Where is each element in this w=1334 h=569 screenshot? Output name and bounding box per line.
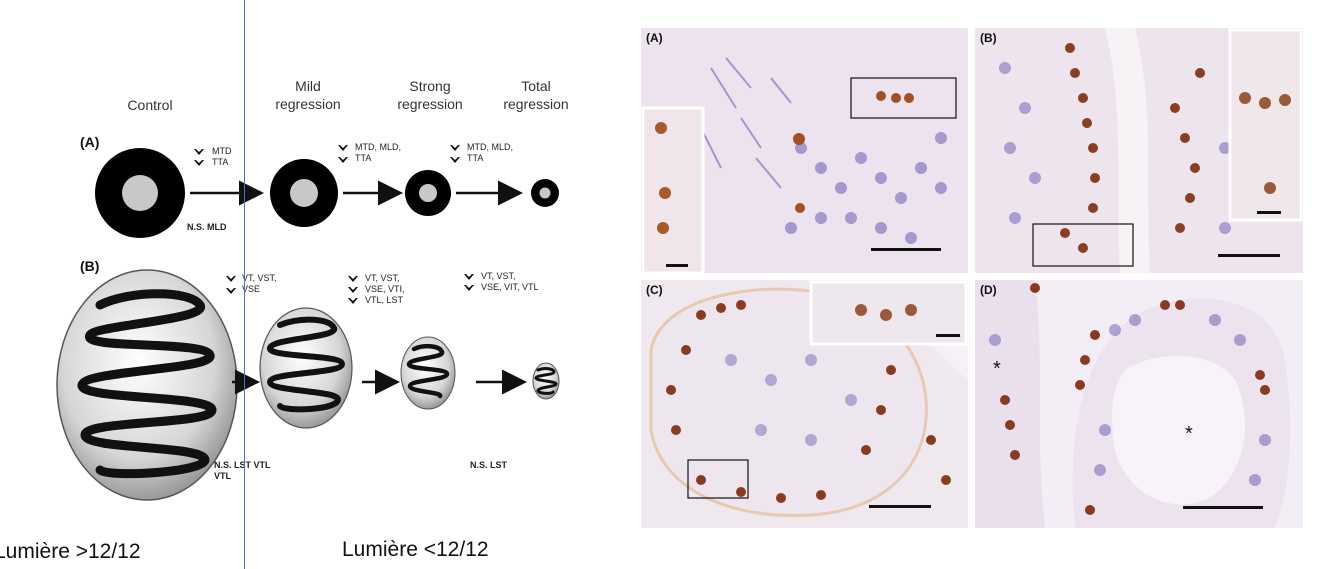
row-b-label-3: VT, VST, VSE, VIT, VTL — [481, 271, 539, 293]
row-b-ns-left: N.S. LST VTL VTL — [214, 460, 271, 482]
row-b-ns-right: N.S. LST — [470, 460, 507, 471]
divider-line — [244, 0, 245, 569]
row-b-label-2: VT, VST, VSE, VTI, VTL, LST — [365, 273, 405, 306]
oval-strong — [401, 337, 455, 409]
row-b-label-1: VT, VST, VSE — [242, 273, 277, 295]
caption-light-short: Lumière <12/12 — [342, 538, 489, 562]
caption-light-long: Lumière >12/12 — [0, 540, 141, 564]
micrograph-d: * * (D) — [975, 280, 1303, 528]
row-a-graphic — [0, 0, 640, 569]
oval-mild — [260, 308, 352, 428]
row-a-label-1: MTD TTA — [212, 146, 232, 168]
micrograph-c: (C) — [641, 280, 968, 528]
svg-text:*: * — [993, 358, 1001, 380]
micrograph-c-label: (C) — [646, 283, 663, 297]
oval-total — [533, 363, 559, 399]
micrograph-b-label: (B) — [980, 31, 997, 45]
micrograph-b: (B) — [975, 28, 1303, 273]
micrograph-a-label: (A) — [646, 31, 663, 45]
oval-control — [57, 270, 237, 500]
row-a-label-2: MTD, MLD, TTA — [355, 142, 401, 164]
svg-text:*: * — [1185, 423, 1193, 445]
micrograph-d-label: (D) — [980, 283, 997, 297]
row-a-label-3: MTD, MLD, TTA — [467, 142, 513, 164]
micrograph-a: (A) — [641, 28, 968, 273]
row-a-ns: N.S. MLD — [187, 222, 227, 233]
